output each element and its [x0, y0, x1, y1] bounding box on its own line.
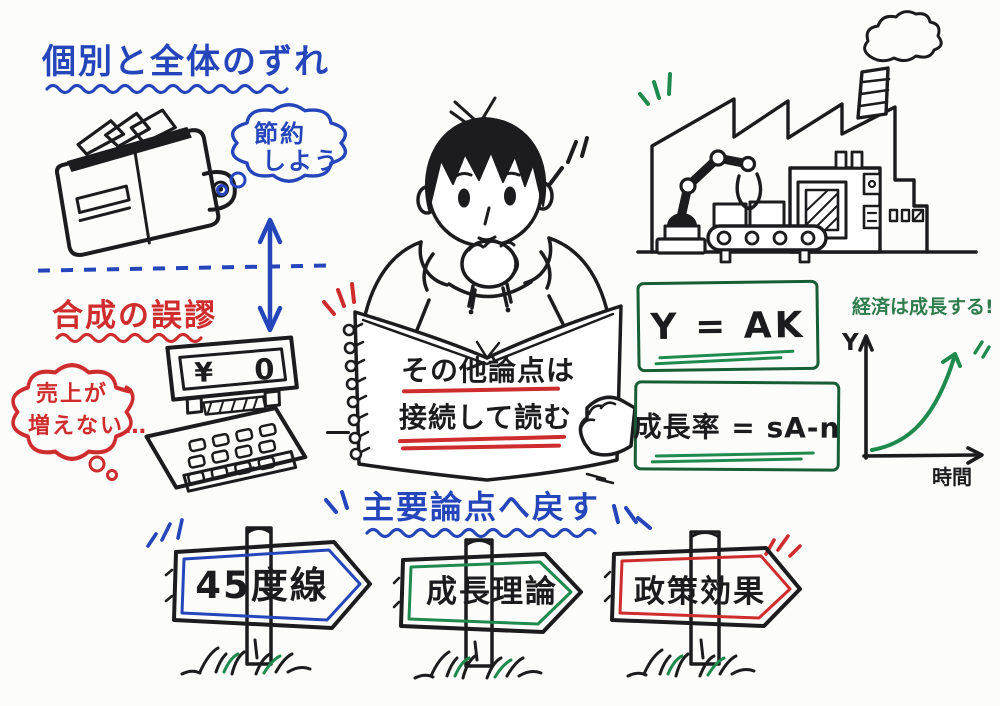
- bubble-sales-line2: 増えない…: [28, 414, 149, 439]
- formula-underline-2b: [650, 457, 803, 464]
- formula-yak-text: Y = AK: [650, 304, 806, 348]
- double-arrow-vertical: [257, 217, 283, 333]
- chart-x-axis-label: 時間: [932, 465, 972, 489]
- book-text-line2: 接続して読む: [399, 401, 573, 434]
- desk-line-left: [326, 431, 350, 435]
- signpost-growth-theory: [392, 538, 583, 680]
- bubble-saving-line1: 節約: [254, 120, 306, 148]
- signpost-label-45-degree: 45度線: [195, 564, 329, 607]
- bubble-sales-line1: 売上が: [36, 382, 109, 407]
- open-notebook-illustration: [342, 304, 637, 485]
- formula-box-yak: Y = AK: [636, 279, 820, 373]
- wavy-underline-blue: [45, 83, 289, 95]
- wavy-underline-red: [55, 332, 203, 344]
- bubble-saving-line2: しよう: [262, 147, 340, 175]
- thought-bubble-saving: [230, 103, 348, 183]
- signpost-45-degree: [146, 518, 372, 676]
- reading-boy-illustration: [358, 96, 614, 426]
- chart-y-axis-label: Y: [841, 330, 859, 356]
- signpost-label-growth-theory: 成長理論: [426, 574, 558, 610]
- emphasis-marks-blue-right: [612, 504, 652, 530]
- title-fallacy-of-composition: 合成の誤謬: [52, 298, 217, 334]
- wavy-underline-blue-bottom: [365, 527, 597, 539]
- growth-curve: [870, 356, 956, 452]
- dashed-divider: [37, 263, 335, 273]
- emphasis-marks-black: [548, 136, 589, 186]
- formula-box-growth-rate: 成長率 = sA-n: [633, 380, 841, 472]
- bubble-trail-red: [88, 455, 118, 481]
- emphasis-marks-green: [638, 72, 672, 106]
- book-text-line1: その他論点は: [401, 354, 576, 387]
- wallet-illustration: [54, 108, 237, 257]
- growth-chart-title: 経済は成長する!: [852, 296, 994, 318]
- register-amount: 0: [254, 352, 275, 387]
- cash-register-illustration: ¥ 0: [144, 335, 308, 493]
- formula-growth-text: 成長率 = sA-n: [633, 410, 841, 445]
- thought-bubble-sales: [11, 363, 135, 461]
- signpost-policy-effect: [603, 530, 802, 678]
- emphasis-marks-red: [322, 282, 356, 316]
- register-currency: ¥: [194, 357, 214, 389]
- bubble-trail-blue: [216, 171, 247, 196]
- factory-illustration: [636, 10, 978, 264]
- emphasis-marks-blue-left: [324, 490, 349, 514]
- title-individual-vs-whole: 個別と全体のずれ: [42, 42, 330, 82]
- heading-return-to-main: 主要論点へ戻す: [362, 488, 601, 526]
- growth-chart: Y 時間: [841, 330, 991, 489]
- signpost-label-policy-effect: 政策効果: [634, 574, 766, 610]
- formula-underline-2a: [654, 451, 815, 458]
